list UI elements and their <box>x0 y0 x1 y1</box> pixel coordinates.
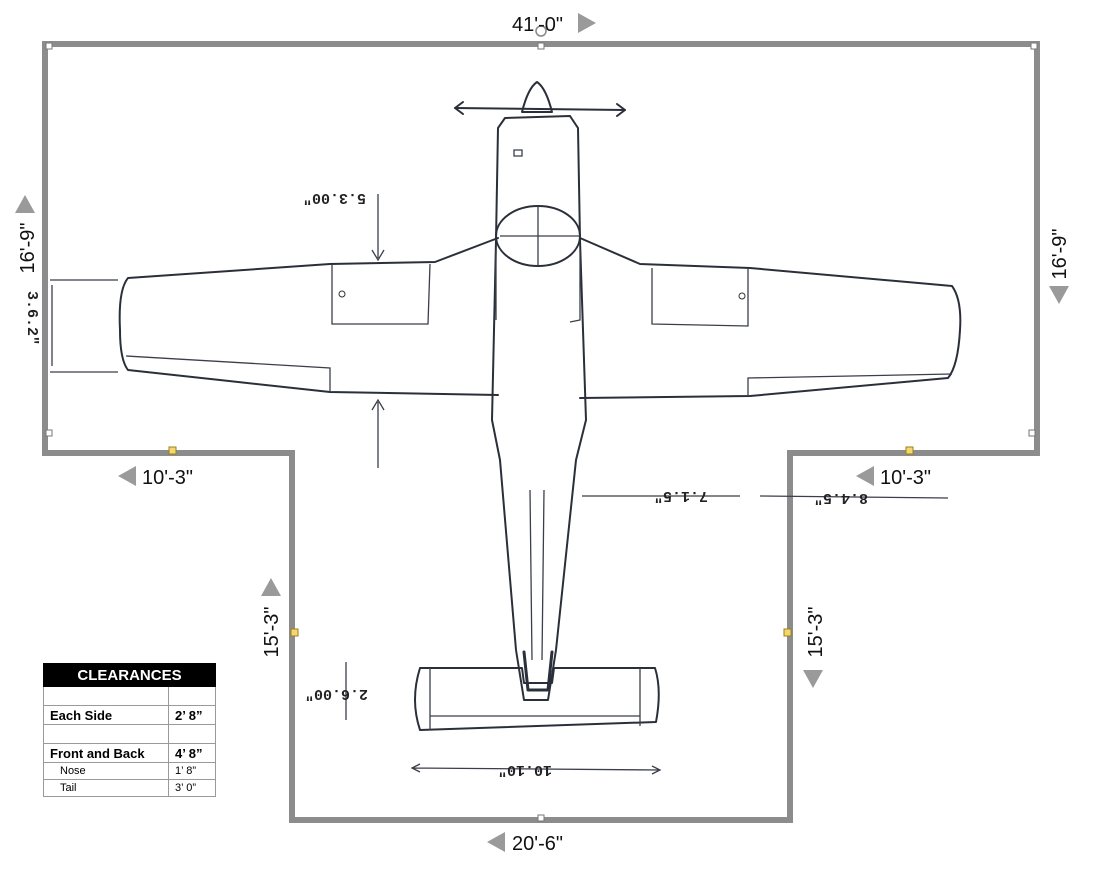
row-value <box>168 686 216 706</box>
table-row: Nose 1’ 8” <box>43 762 216 780</box>
row-label: Tail <box>43 779 169 797</box>
dimension-left-step: 10'-3" <box>142 467 193 489</box>
rotate-handle-icon[interactable] <box>535 25 548 37</box>
wing-chord-upper-label: 5.3.00" <box>303 189 366 206</box>
fuselage-offset-label: 8.4.5" <box>814 489 868 506</box>
stabilizer-span-label: 10.10" <box>498 761 552 778</box>
fuselage-station-label: 7.1.5" <box>654 487 708 504</box>
dimension-top: 41'-0" <box>512 14 563 36</box>
row-value: 2’ 8” <box>168 705 216 725</box>
clearances-table: CLEARANCES Each Side 2’ 8” Front and Bac… <box>43 663 216 797</box>
arrow-down-icon <box>1049 286 1069 304</box>
arrow-up-icon <box>15 195 35 213</box>
wing-tip-label: 3.6.2" <box>23 291 40 345</box>
arrow-up-icon <box>261 578 281 596</box>
row-label <box>43 686 169 706</box>
arrow-left-icon <box>856 466 874 486</box>
row-value <box>168 724 216 744</box>
selection-handles[interactable] <box>45 42 1038 822</box>
hangar-outline[interactable] <box>42 41 1040 823</box>
row-value: 3’ 0” <box>168 779 216 797</box>
arrow-down-icon <box>803 670 823 688</box>
row-value: 1’ 8” <box>168 762 216 780</box>
clearances-title: CLEARANCES <box>43 663 216 687</box>
dimension-left-lower: 15'-3" <box>261 606 283 658</box>
row-label: Front and Back <box>43 743 169 763</box>
dimension-left-upper: 16'-9" <box>17 222 39 274</box>
aircraft-drawing: 5.3.00" 3.6.2" 7.1.5" 8.4.5" 2.6.00" 10.… <box>23 81 962 778</box>
dimension-right-step: 10'-3" <box>880 467 931 489</box>
table-row: Front and Back 4’ 8” <box>43 743 216 763</box>
row-value: 4’ 8” <box>168 743 216 763</box>
arrow-left-icon <box>487 832 505 852</box>
row-label <box>43 724 169 744</box>
table-row <box>43 686 216 706</box>
row-label: Nose <box>43 762 169 780</box>
dimension-right-upper: 16'-9" <box>1049 228 1071 280</box>
table-row <box>43 724 216 744</box>
dimension-bottom: 20'-6" <box>512 833 563 855</box>
tail-chord-label: 2.6.00" <box>305 685 368 702</box>
table-row: Tail 3’ 0” <box>43 779 216 797</box>
table-row: Each Side 2’ 8” <box>43 705 216 725</box>
arrow-right-icon <box>578 13 596 33</box>
row-label: Each Side <box>43 705 169 725</box>
dimension-right-lower: 15'-3" <box>805 606 827 658</box>
arrow-left-icon <box>118 466 136 486</box>
